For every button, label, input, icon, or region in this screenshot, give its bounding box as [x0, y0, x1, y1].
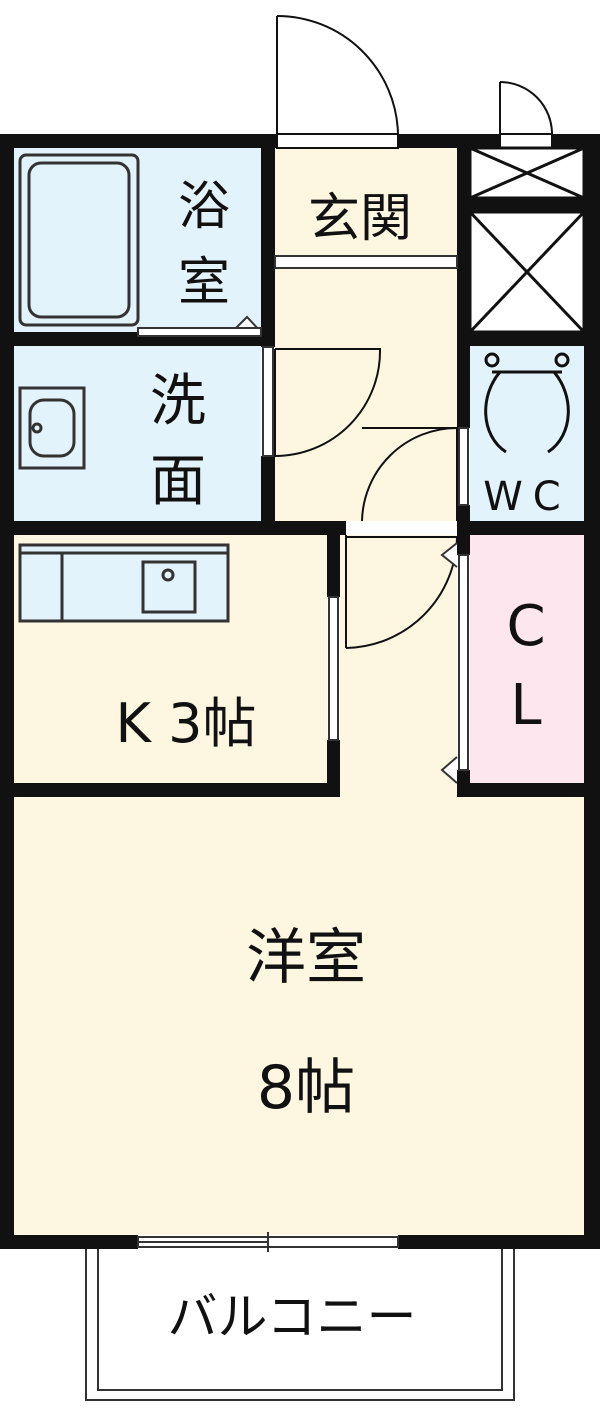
closet-area	[470, 535, 584, 783]
washroom-label-line1: 洗	[150, 369, 206, 434]
balcony-label: バルコニー	[168, 1288, 417, 1346]
wall-kitchen-right-upper	[327, 535, 340, 597]
entrance-area	[275, 148, 457, 258]
storage-door	[499, 81, 553, 135]
wall-closet-left-top	[457, 535, 470, 555]
balcony-area	[85, 1249, 515, 1401]
front-door-opening	[276, 133, 399, 149]
kitchen-counter-icon	[18, 543, 230, 623]
wall-wc-bottom	[457, 521, 584, 535]
washroom-door-opening	[262, 346, 274, 457]
storage-box-upper	[468, 146, 586, 200]
washroom-label-line2: 面	[150, 449, 206, 514]
wall-top-middle	[398, 134, 500, 148]
wall-bath-wash-right	[261, 148, 275, 347]
hall-lower-area	[340, 535, 457, 797]
wall-storage-divider	[470, 198, 584, 212]
western-room-label-line2: 8帖	[257, 1053, 355, 1123]
wall-closet-bottom	[457, 783, 600, 797]
bath-threshold	[137, 327, 262, 337]
wall-kitchen-right-lower	[327, 740, 340, 797]
toilet-icon	[484, 352, 570, 454]
bathtub-icon	[18, 153, 140, 327]
wall-left	[0, 134, 14, 1249]
washbasin-icon	[18, 386, 86, 470]
wc-door	[361, 427, 458, 522]
wall-wash-kitchen	[0, 521, 346, 535]
wc-label: WC	[483, 474, 570, 520]
western-room-area	[14, 797, 584, 1235]
wall-wc-top	[457, 332, 584, 346]
wall-top-left	[0, 134, 277, 148]
kitchen-door-opening	[328, 596, 339, 741]
wall-right	[584, 134, 600, 1249]
bath-label-line2: 室	[178, 253, 230, 313]
western-room-label-line1: 洋室	[246, 923, 366, 993]
kitchen-label: K 3帖	[116, 692, 257, 755]
closet-door-opening	[458, 554, 469, 771]
hall-area	[275, 258, 457, 521]
washroom-door	[274, 348, 382, 457]
closet-door-hinge-top	[440, 542, 458, 568]
closet-door-hinge-bottom	[440, 756, 458, 784]
storage-door-opening	[499, 133, 553, 149]
entrance-label: 玄関	[308, 189, 412, 249]
wall-wc-left-lower	[457, 505, 470, 535]
entrance-step	[274, 255, 458, 269]
bath-label-line1: 浴	[178, 177, 230, 237]
wall-bottom-right	[398, 1235, 600, 1249]
western-room-upper-area	[340, 783, 457, 797]
balcony-window	[137, 1232, 399, 1252]
wall-bottom-left	[0, 1235, 138, 1249]
storage-box-lower	[468, 210, 586, 334]
washroom-area	[14, 346, 261, 521]
wall-hall-right-upper	[457, 148, 470, 428]
wall-wash-right-lower	[261, 456, 275, 535]
wc-door-opening	[458, 427, 469, 506]
walls	[0, 134, 600, 1249]
front-door	[276, 15, 399, 135]
closet-label-line2: L	[510, 673, 541, 738]
wall-kitchen-bottom	[0, 783, 340, 797]
closet-label-line1: C	[506, 594, 545, 659]
